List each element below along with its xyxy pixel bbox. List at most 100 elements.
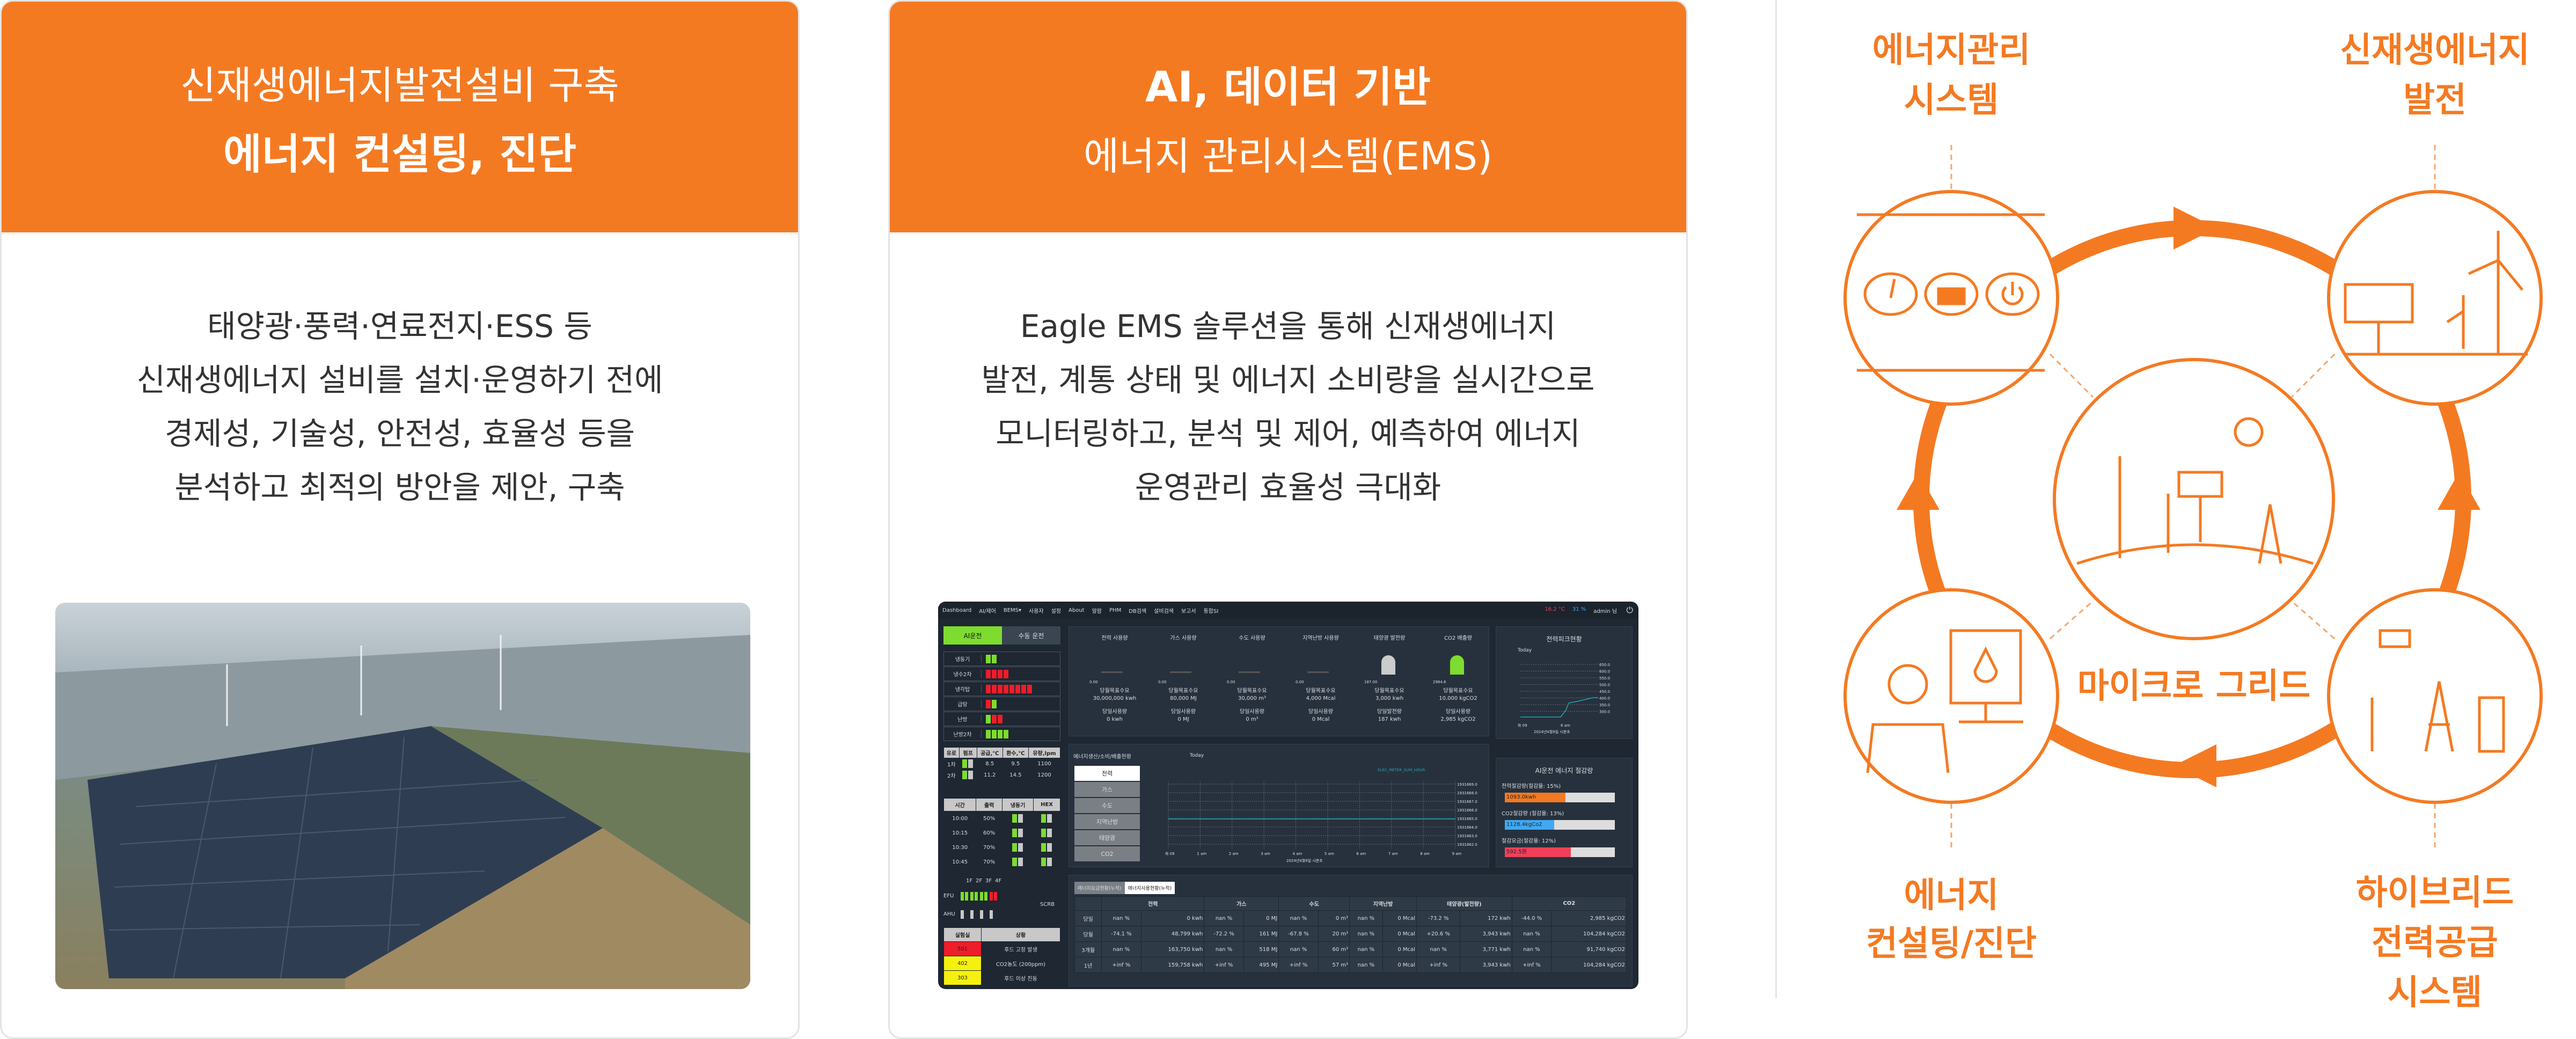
column-header: 태양광(발전량) <box>1416 896 1512 911</box>
meter-target: 10,000 kgCO2 <box>1439 696 1477 701</box>
user-label[interactable]: admin 님 <box>1593 609 1617 614</box>
column-header: 가스 <box>1204 896 1279 911</box>
card-title: 에너지 컨설팅, 진단 <box>223 130 577 179</box>
meter-use-label: 당일사용량 <box>1308 709 1333 715</box>
nav-item[interactable]: AI/제어 <box>979 608 996 614</box>
energy-tab[interactable]: 가스 <box>1074 782 1140 797</box>
status-cell <box>1001 811 1034 826</box>
column-header: 출력 <box>976 798 1002 811</box>
card-title: AI, 데이터 기반 <box>1145 63 1431 112</box>
nav-item[interactable]: BEMS▾ <box>1003 607 1022 613</box>
nav-item[interactable]: 알람 <box>1092 608 1102 614</box>
gauge-value: 187.00 <box>1364 680 1378 684</box>
y-tick-label: 600.0 <box>1599 670 1610 674</box>
gauge-value: 0.00 <box>1296 680 1304 684</box>
table-row: 1년+inf %159,758 kwh+inf %495 MJ+inf %57 … <box>1074 957 1627 973</box>
column-header: 전력 <box>1101 896 1205 911</box>
meter-use: 0 Mcal <box>1312 716 1330 722</box>
floor-unit-status <box>990 910 994 919</box>
status-indicator <box>986 654 991 663</box>
ai-mode-button[interactable]: AI운전 <box>943 626 1002 645</box>
tab-energy-usage[interactable]: 에너지사용현황(누적) <box>1124 882 1175 894</box>
meter-use-label: 당일사용량 <box>1446 709 1470 715</box>
nav-item[interactable]: 통합SI <box>1203 608 1219 614</box>
card-subtitle: 신재생에너지발전설비 구축 <box>180 62 619 108</box>
nav-item[interactable]: DB검색 <box>1129 608 1147 614</box>
range-select[interactable]: Today <box>1190 753 1204 758</box>
status-indicator <box>1027 684 1032 693</box>
nav-item[interactable]: 설비검색 <box>1154 608 1174 614</box>
y-tick-label: 300.0 <box>1599 710 1610 714</box>
floor-label: 2F <box>976 878 983 884</box>
status-indicator <box>998 684 1002 693</box>
energy-tab[interactable]: 태양광 <box>1074 830 1140 845</box>
status-cells <box>982 669 1009 678</box>
nav-item[interactable]: 사용자 <box>1029 608 1044 614</box>
gauge-icon <box>1085 648 1144 680</box>
range-select[interactable]: Today <box>1518 648 1532 653</box>
x-tick-label: 화 09 <box>1165 852 1175 856</box>
saving-bar: 1093.0kwh <box>1505 793 1615 802</box>
nav-item[interactable]: Dashboard <box>942 607 972 613</box>
gauge-icon <box>1429 648 1488 680</box>
x-tick-label: 8 am <box>1420 852 1430 856</box>
equipment-name: 급탕 <box>944 700 982 708</box>
table-cell: 0 m³ <box>1318 910 1350 926</box>
table-cell: nan % <box>1349 957 1383 973</box>
nav-item[interactable]: About <box>1069 607 1085 613</box>
arrow-up-icon <box>2438 472 2480 510</box>
table-cell: 1년 <box>1074 957 1102 973</box>
dashboard-nav: Dashboard AI/제어 BEMS▾ 사용자 설정 About 알람 PHM DB검색 설비… <box>938 602 1638 619</box>
equipment-row: 냉수2차 <box>943 667 1060 681</box>
equipment-name: 냉동기 <box>944 655 982 663</box>
status-indicator <box>992 729 997 738</box>
meter-use: 0 m³ <box>1246 716 1258 722</box>
table-cell: nan % <box>1511 926 1552 942</box>
energy-line-chart: ELEC_METER_SUM_HOUR1931669.01931668.0193… <box>1165 768 1477 863</box>
transmission-tower-icon <box>2424 681 2454 752</box>
lab-room: 303 <box>943 970 982 985</box>
x-tick-label: 5 am <box>1324 852 1334 856</box>
gauge-value: 2984.6 <box>1433 680 1446 684</box>
manual-mode-button[interactable]: 수동 운전 <box>1002 626 1060 645</box>
energy-tab[interactable]: 수도 <box>1074 798 1140 813</box>
meter-use: 2,985 kgCO2 <box>1440 716 1476 722</box>
renewable-label: 발전 <box>2403 81 2467 120</box>
status-indicator <box>986 699 991 708</box>
meter-target: 80,000 MJ <box>1170 696 1197 701</box>
floor-label: 1F <box>966 878 973 884</box>
table-cell: -73.2 % <box>1416 910 1461 926</box>
energy-tab[interactable]: 전력 <box>1074 766 1140 781</box>
gauge-value: 0.00 <box>1089 680 1098 684</box>
nav-item[interactable]: 보고서 <box>1181 608 1196 614</box>
x-tick-label: 9 am <box>1452 852 1462 856</box>
floor-unit-status <box>980 910 984 919</box>
nav-item[interactable]: 설정 <box>1051 608 1062 614</box>
table-cell: -67.8 % <box>1278 926 1319 942</box>
renewable-circle <box>2327 190 2543 406</box>
arrow-up-icon <box>1897 472 1940 510</box>
y-tick-label: 1931663.0 <box>1457 834 1477 838</box>
meter-title: 가스 사용량 <box>1170 635 1197 641</box>
column-header: 상황 <box>981 927 1060 942</box>
power-icon[interactable]: ⏻ <box>1626 605 1633 615</box>
energy-tab[interactable]: CO2 <box>1074 846 1140 861</box>
tab-energy-cost[interactable]: 에너지요금현황(누적) <box>1074 882 1125 894</box>
table-cell: 48,799 kwh <box>1140 926 1205 942</box>
table-cell: 14.5 <box>1002 769 1029 781</box>
energy-tab[interactable]: 지역난방 <box>1074 814 1140 829</box>
status-indicator <box>986 729 991 738</box>
status-indicator <box>992 669 997 678</box>
nav-item[interactable]: PHM <box>1109 607 1122 613</box>
